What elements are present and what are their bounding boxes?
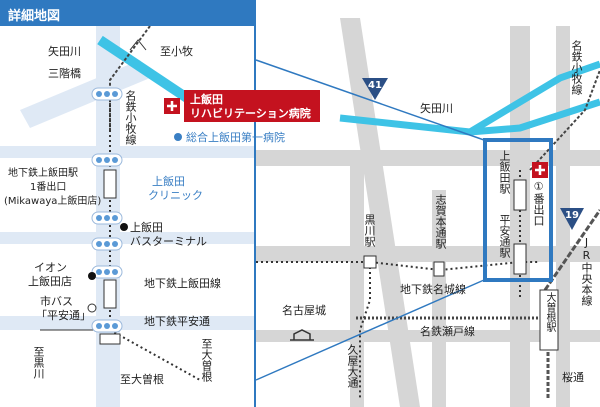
inset-to-ozone-right-label: 至大曽根 (200, 338, 213, 382)
inset-exit-line3: (Mikawaya上飯田店) (4, 196, 102, 207)
main-chuo-line-label: JR中央本線 (580, 236, 593, 306)
main-sakuradori-label: 桜通 (562, 371, 584, 384)
inset-bus-terminal-dot (120, 223, 128, 231)
main-exit1-label: ①番出口 (532, 180, 545, 226)
inset-citybus-pin (87, 303, 97, 313)
inset-header: 詳細地図 (0, 0, 256, 26)
subway-meijo-line (256, 261, 540, 272)
inset-arrow-up (129, 39, 147, 51)
inset-map: 上飯田 リハビリテーション病院 矢田川 三階橋 至小牧 名鉄小牧線 総合上飯田第… (0, 26, 320, 407)
kurokawa-station-marker (363, 255, 377, 269)
road-vertical-center (432, 190, 446, 407)
route-41-label: 41 (368, 80, 382, 91)
inset-clinic-line2: クリニック (148, 189, 203, 202)
inset-citybus-line1: 市バス (40, 295, 73, 308)
inset-citybus-line2: 「平安通」 (36, 309, 91, 322)
main-heian-sta-label: 平安通駅 (498, 214, 511, 258)
inset-clinic-line1: 上飯田 (152, 175, 185, 188)
road-diagonal (340, 18, 420, 407)
road-horizontal-middle (256, 246, 600, 262)
inset-daiichi-dot (174, 133, 182, 141)
route-19-label: 19 (565, 210, 579, 221)
inset-to-komaki-label: 至小牧 (160, 45, 193, 58)
inset-river (97, 35, 193, 105)
inset-aeon-line2: 上飯田店 (28, 275, 72, 288)
kamiiida-station-marker-main (513, 179, 527, 211)
inset-map-graphics (0, 26, 254, 407)
road-horizontal-lower (256, 330, 600, 342)
hospital-name-line2: リハビリテーション病院 (190, 107, 311, 120)
main-hisaya-odori-label: 久屋大通 (346, 344, 359, 388)
inset-sanaibashi-label: 三階橋 (48, 67, 81, 80)
inset-subway-heian (109, 329, 201, 381)
inset-yadagawa-label: 矢田川 (48, 45, 81, 58)
inset-aeon-line1: イオン (34, 261, 67, 274)
inset-hospital-icon (164, 98, 180, 114)
inset-bus-terminal-label: バスターミナル (130, 235, 207, 248)
inset-to-kurokawa-label: 至黒川 (32, 346, 45, 379)
inset-road-horizontal-3 (0, 316, 254, 330)
inset-komaki-line (109, 26, 151, 130)
callout-line-bottom (255, 279, 485, 381)
inset-exit-line2: 1番出口 (30, 182, 67, 193)
inset-road-diag-top (20, 60, 150, 128)
route-41-shield (362, 78, 388, 100)
route-19-shield (560, 208, 584, 230)
inset-exit-line1: 地下鉄上飯田駅 (8, 168, 78, 179)
main-nagoya-castle-label: 名古屋城 (282, 304, 326, 317)
inset-aeon-dot (88, 272, 96, 280)
main-yadagawa-label: 矢田川 (420, 102, 453, 115)
main-kurokawa-label: 黒川駅 (363, 214, 376, 247)
river (339, 60, 600, 136)
castle-icon (290, 329, 314, 341)
heian-station-marker-main (513, 243, 527, 275)
inset-daiichi-hospital-label: 総合上飯田第一病院 (186, 131, 285, 144)
inset-subway-heian-label: 地下鉄平安通 (144, 315, 210, 328)
callout-line-top (255, 59, 485, 141)
hospital-name-line1: 上飯田 (190, 93, 223, 106)
jr-chuo-line (543, 209, 600, 291)
main-meitetsu-komaki-label: 名鉄小牧線 (570, 40, 583, 95)
shiga-station-marker (433, 261, 445, 277)
inset-title: 詳細地図 (8, 9, 61, 24)
road-horizontal-upper (256, 150, 600, 166)
main-meijo-line-label: 地下鉄名城線 (400, 283, 466, 296)
ozone-station-box (539, 289, 559, 351)
hospital-label-box: 上飯田 リハビリテーション病院 (184, 90, 320, 122)
inset-exit-marker (103, 169, 117, 199)
road-vertical-left (350, 150, 364, 407)
main-kamiiida-sta-label: 上飯田駅 (498, 150, 511, 194)
station-highlight-box (483, 138, 553, 282)
inset-bus-stop-box (99, 333, 121, 345)
main-meiko-seto-label: 名鉄瀬戸線 (420, 325, 475, 338)
inset-road-horizontal-1 (0, 146, 254, 158)
inset-subway-kamiiida-label: 地下鉄上飯田線 (144, 277, 221, 290)
road-vertical-right (556, 26, 570, 407)
inset-kamiiida-label: 上飯田 (130, 221, 163, 234)
main-ozone-label: 大曽根駅 (544, 292, 555, 332)
main-shiga-hondori-label: 志賀本通駅 (434, 194, 447, 249)
meitetsu-komaki-line (529, 69, 600, 171)
inset-road-horizontal-2 (0, 232, 254, 244)
hospital-marker-main (532, 162, 548, 178)
inset-meitetsu-komaki-label: 名鉄小牧線 (124, 90, 137, 145)
inset-heian-marker (103, 279, 117, 309)
inset-to-ozone-left-label: 至大曽根 (120, 373, 164, 386)
